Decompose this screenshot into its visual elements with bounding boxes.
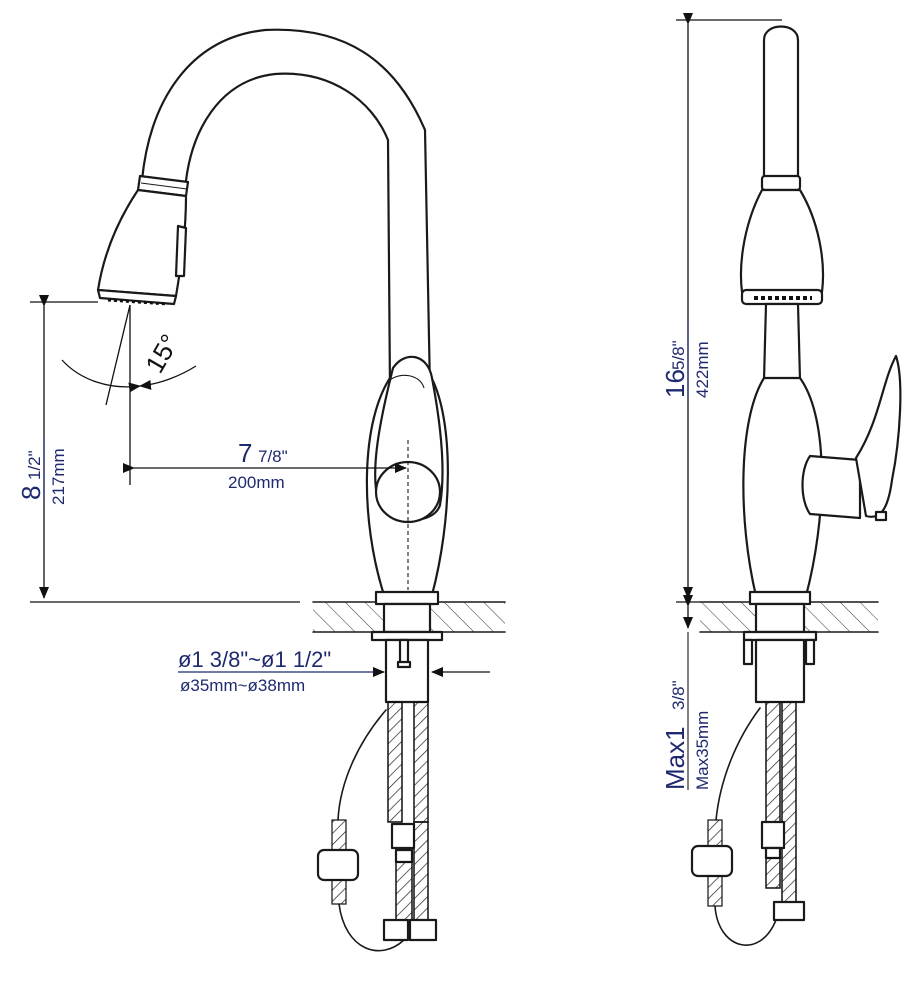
side-view: 16 5/8" 422mm Max1 3/8" Max35mm — [660, 13, 902, 946]
spout-height-metric: 217mm — [49, 448, 68, 505]
reach-metric: 200mm — [228, 473, 285, 492]
supply-hoses-right — [760, 701, 806, 922]
spout-height-whole: 8 — [16, 486, 46, 500]
total-height-whole: 16 — [660, 369, 690, 398]
handle-lever-side — [801, 354, 902, 522]
hole-diameter-metric: ø35mm~ø38mm — [180, 676, 305, 695]
deck-thickness-fraction: 3/8" — [669, 680, 688, 710]
spray-hose-weight-right — [690, 707, 777, 946]
mounting-base — [370, 590, 444, 704]
neck-side — [762, 302, 802, 382]
deck-thickness-whole: Max1 — [660, 726, 690, 790]
spout-height-fraction: 1/2" — [25, 450, 44, 480]
angle-label: 15° — [139, 329, 185, 378]
deck-thickness-dimension: Max1 3/8" Max35mm — [660, 595, 712, 790]
front-view: 15° 8 1/2" 217mm 7 7/8" 200mm ø1 3/8"~ø1… — [16, 28, 506, 952]
mounting-base-side — [742, 590, 818, 704]
spray-head-side — [739, 174, 825, 306]
total-height-fraction: 5/8" — [669, 340, 688, 370]
hole-diameter-dimension: ø1 3/8"~ø1 1/2" ø35mm~ø38mm — [178, 647, 490, 695]
reach-whole: 7 — [238, 438, 252, 468]
reach-dimension: 7 7/8" 200mm — [123, 438, 409, 590]
spray-angle-annotation: 15° — [61, 304, 197, 485]
spout-tube-side — [762, 25, 800, 180]
reach-fraction: 7/8" — [258, 447, 288, 466]
supply-hoses-left — [382, 701, 438, 942]
gooseneck-spout — [140, 28, 432, 392]
spray-hose-weight-left — [316, 709, 405, 952]
pull-down-spray-head — [96, 174, 190, 306]
total-height-dimension: 16 5/8" 422mm — [660, 13, 782, 603]
hole-diameter-imperial: ø1 3/8"~ø1 1/2" — [178, 647, 331, 672]
total-height-metric: 422mm — [693, 341, 712, 398]
deck-thickness-metric: Max35mm — [693, 711, 712, 790]
spout-height-dimension: 8 1/2" 217mm — [16, 295, 300, 603]
handle-lever — [374, 355, 444, 524]
